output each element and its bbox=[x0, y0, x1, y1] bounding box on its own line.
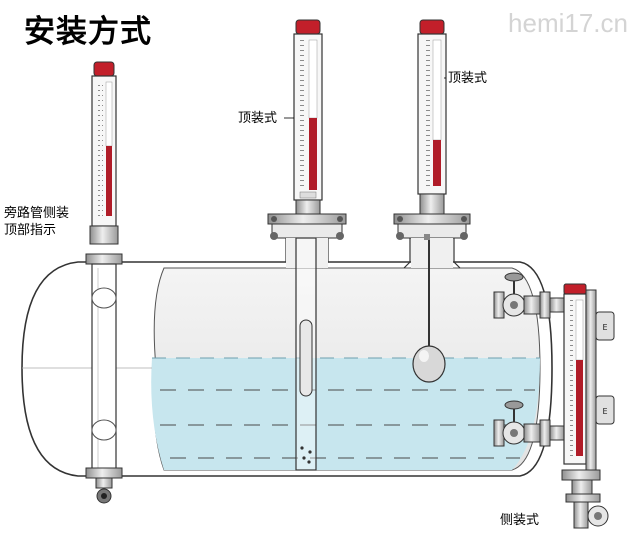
label-bypass-top-line1: 旁路管侧装 bbox=[4, 206, 70, 221]
label-top-mount-1: 顶装式 bbox=[238, 111, 278, 126]
label-side-mount: 侧装式 bbox=[500, 513, 540, 528]
watermark: hemi17.cn bbox=[508, 8, 628, 38]
top-mount-gauge-1 bbox=[267, 19, 347, 471]
label-bypass-top: 旁路管侧装 顶部指示 bbox=[4, 205, 69, 239]
side-mount-gauge: E E bbox=[493, 272, 615, 529]
callout-lines bbox=[284, 77, 446, 119]
liquid-level bbox=[151, 358, 540, 470]
tank-vessel bbox=[21, 261, 553, 477]
page-title: 安装方式 bbox=[24, 14, 152, 50]
label-top-mount-2: 顶装式 bbox=[448, 71, 488, 86]
svg-text:E: E bbox=[602, 323, 607, 332]
label-bypass-top-line2: 顶部指示 bbox=[4, 223, 57, 238]
svg-text:E: E bbox=[602, 407, 607, 416]
top-mount-gauge-2 bbox=[393, 19, 471, 383]
bypass-top-gauge bbox=[85, 61, 123, 504]
